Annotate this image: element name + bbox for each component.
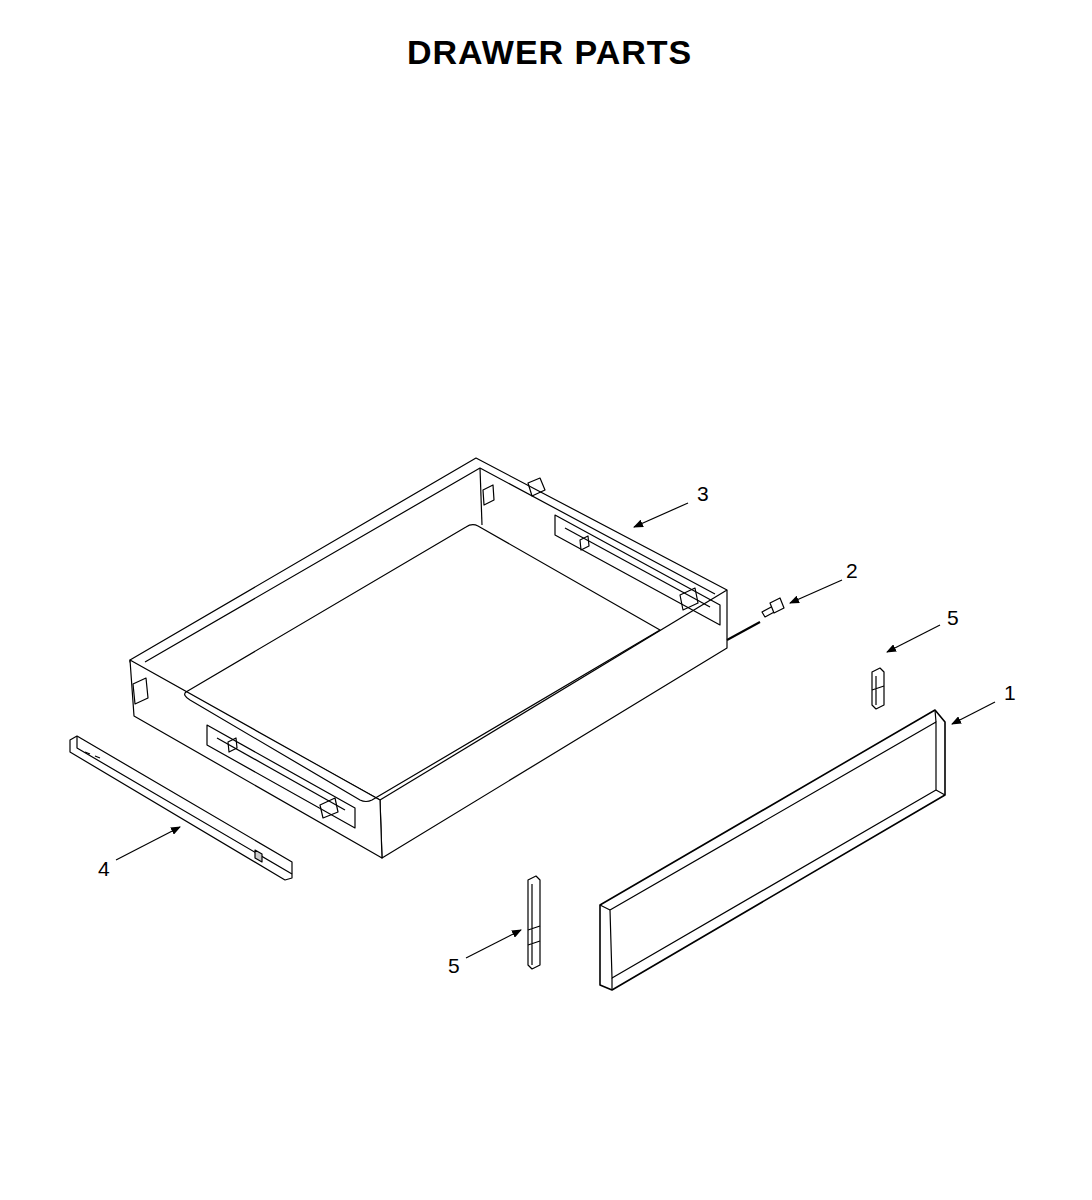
diagram-title: DRAWER PARTS [407, 35, 692, 69]
drawer-front-panel [600, 710, 945, 990]
slide-rail [70, 736, 292, 880]
callout-number: 4 [98, 858, 110, 879]
callout-number: 5 [947, 607, 959, 628]
callout-number: 5 [448, 955, 460, 976]
drawer-tray [130, 458, 727, 858]
callout-number: 2 [846, 560, 858, 581]
callout-number: 1 [1004, 682, 1016, 703]
callout-number: 3 [697, 483, 709, 504]
screw [727, 598, 784, 640]
leader-lines [116, 503, 995, 958]
